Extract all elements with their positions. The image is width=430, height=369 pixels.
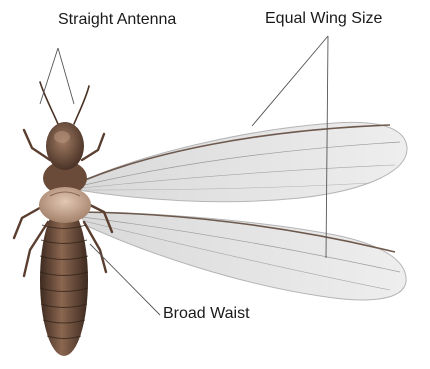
upper-wing — [78, 122, 407, 201]
straight-antenna-label: Straight Antenna — [58, 12, 176, 28]
lower-wing — [80, 212, 406, 300]
broad-waist-label: Broad Waist — [163, 306, 250, 322]
waist-leader — [90, 244, 160, 315]
equal-wing-size-label: Equal Wing Size — [265, 11, 382, 27]
head — [46, 122, 84, 170]
antennae — [40, 82, 89, 124]
abdomen — [40, 204, 88, 356]
thorax — [39, 161, 91, 223]
